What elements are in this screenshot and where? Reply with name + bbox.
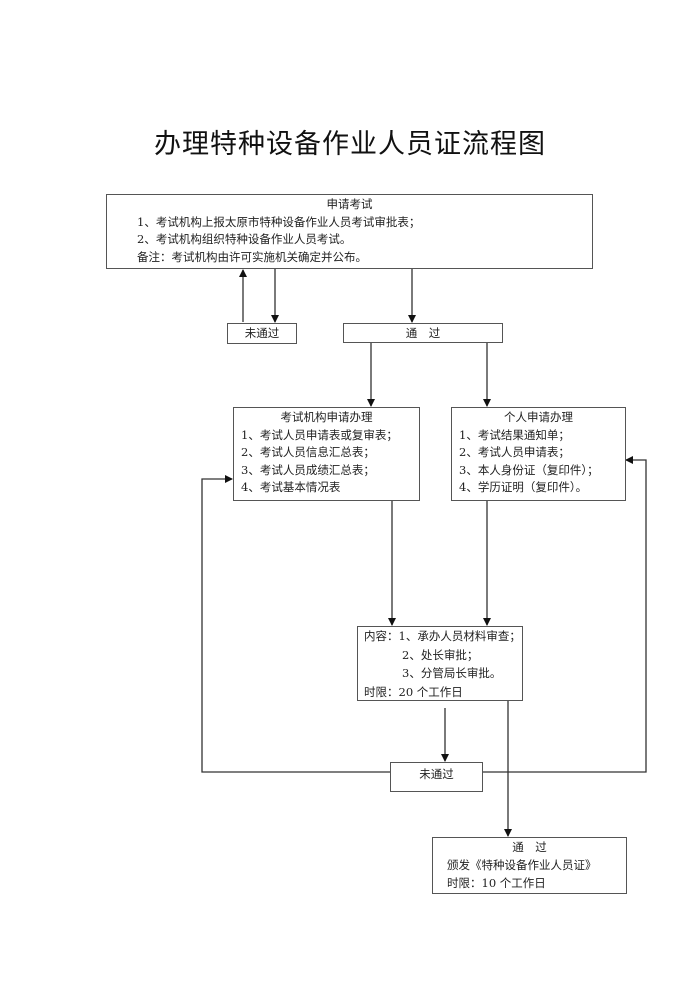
personal-apply-item: 3、本人身份证（复印件）； <box>459 462 599 477</box>
org-apply-item: 2、考试人员信息汇总表； <box>241 445 375 459</box>
review-item: 内容：1、承办人员材料审查； <box>364 629 521 643</box>
org-apply-item: 4、考试基本情况表 <box>241 480 341 494</box>
arrow-fail-loop-right <box>482 456 647 773</box>
issue-item: 时限：10 个工作日 <box>447 876 546 890</box>
apply-exam-heading: 申请考试 <box>326 197 373 211</box>
exam-fail-label: 未通过 <box>244 326 280 340</box>
apply-exam-item: 1、考试机构上报太原市特种设备作业人员考试审批表； <box>137 214 421 229</box>
org-apply-box: 考试机构申请办理 1、考试人员申请表或复审表； 2、考试人员信息汇总表； 3、考… <box>233 407 420 501</box>
arrow-fail-loop-left <box>201 475 390 773</box>
review-box: 内容：1、承办人员材料审查； 2、处长审批； 3、分管局长审批。 时限：20 个… <box>357 626 523 701</box>
issue-box: 通 过 颁发《特种设备作业人员证》 时限：10 个工作日 <box>432 837 627 894</box>
exam-pass-label: 通 过 <box>405 326 441 340</box>
review-item: 3、分管局长审批。 <box>402 666 502 680</box>
personal-apply-item: 1、考试结果通知单； <box>459 427 570 442</box>
apply-exam-item: 备注：考试机构由许可实施机关确定并公布。 <box>137 249 367 264</box>
org-apply-item: 3、考试人员成绩汇总表； <box>241 462 375 477</box>
personal-apply-item: 4、学历证明（复印件）。 <box>459 480 588 494</box>
exam-pass-box: 通 过 <box>343 323 503 343</box>
review-item: 时限：20 个工作日 <box>364 684 463 699</box>
issue-heading: 通 过 <box>512 840 547 854</box>
exam-fail-box: 未通过 <box>227 323 297 344</box>
personal-apply-heading: 个人申请办理 <box>504 410 573 424</box>
review-fail-box: 未通过 <box>390 762 483 792</box>
personal-apply-box: 个人申请办理 1、考试结果通知单； 2、考试人员申请表； 3、本人身份证（复印件… <box>451 407 626 501</box>
personal-apply-item: 2、考试人员申请表； <box>459 445 570 459</box>
review-item: 2、处长审批； <box>402 647 479 662</box>
page-title: 办理特种设备作业人员证流程图 <box>154 129 546 160</box>
review-fail-label: 未通过 <box>419 767 454 781</box>
org-apply-item: 1、考试人员申请表或复审表； <box>241 427 398 442</box>
issue-item: 颁发《特种设备作业人员证》 <box>447 858 597 872</box>
apply-exam-item: 2、考试机构组织特种设备作业人员考试。 <box>137 232 352 246</box>
apply-exam-box: 申请考试 1、考试机构上报太原市特种设备作业人员考试审批表； 2、考试机构组织特… <box>106 194 593 269</box>
org-apply-heading: 考试机构申请办理 <box>280 410 373 424</box>
